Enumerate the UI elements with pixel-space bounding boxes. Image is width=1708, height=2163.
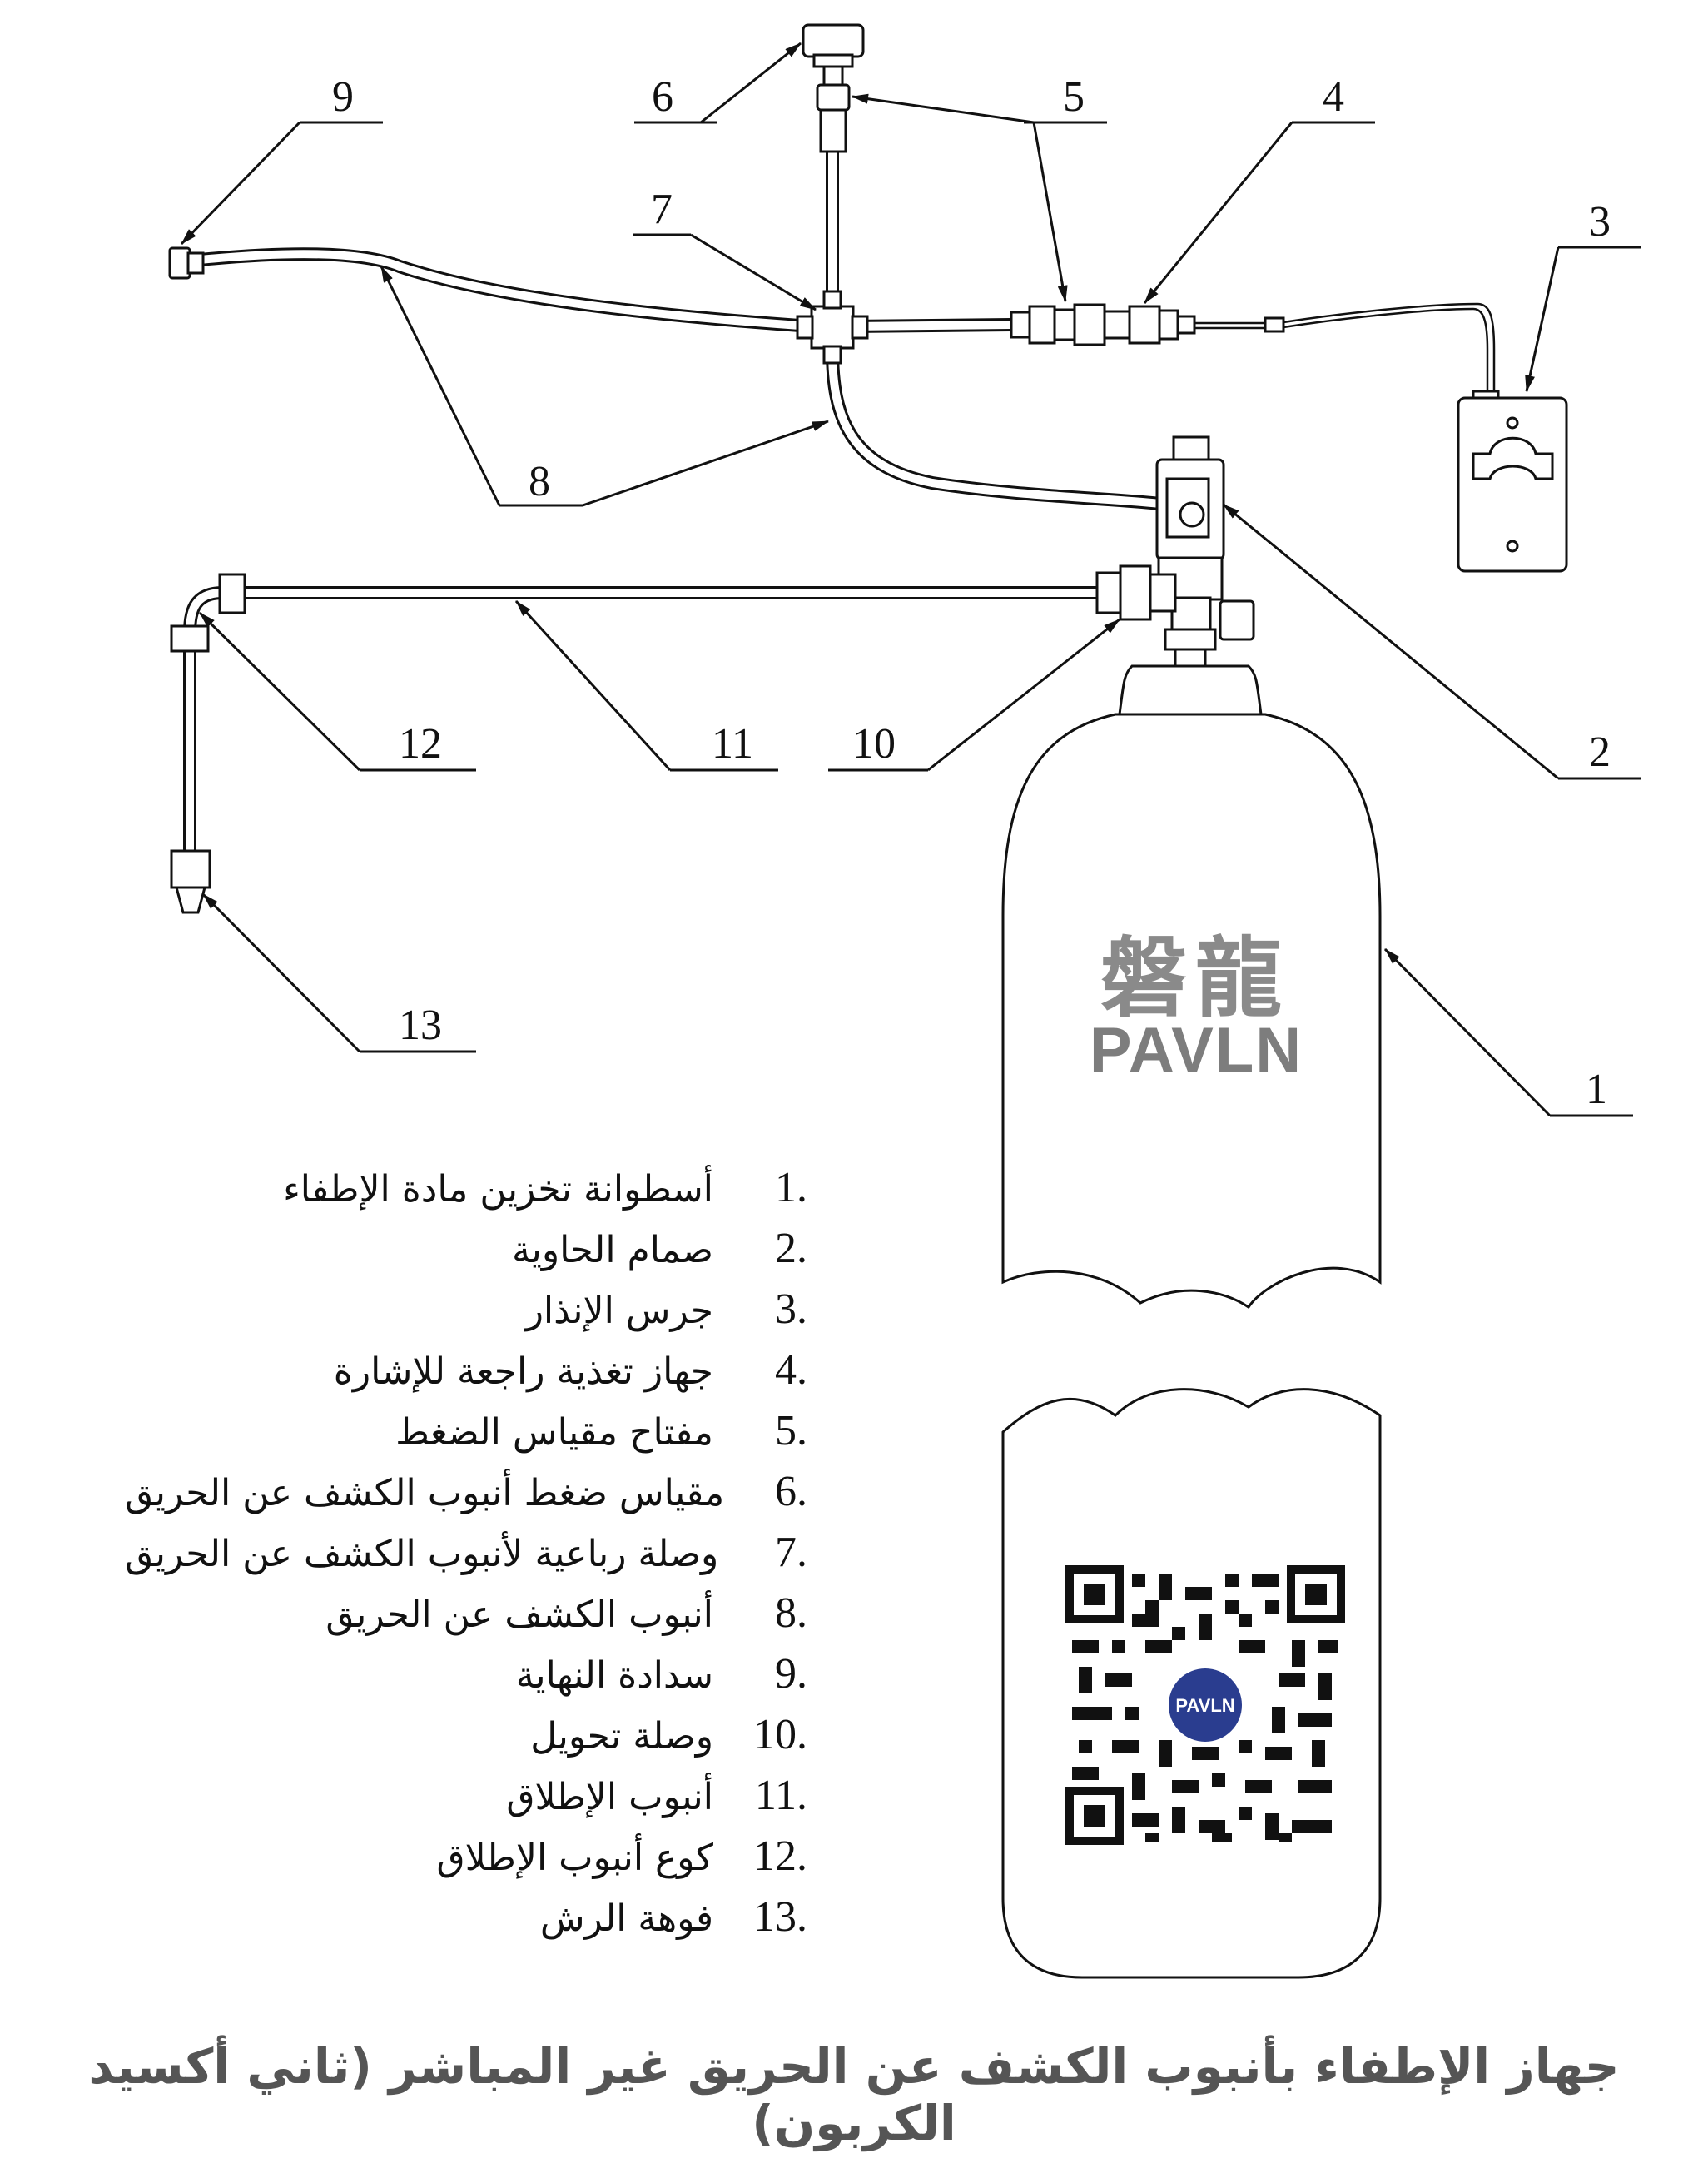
qr-logo-badge <box>1169 1668 1242 1742</box>
legend-label: سدادة النهاية <box>515 1654 713 1697</box>
legend-label: وصلة رباعية لأنبوب الكشف عن الحريق <box>125 1533 719 1575</box>
discharge-pipe <box>183 586 1104 856</box>
callout-lines <box>180 42 1641 1117</box>
legend-item: 9. سدادة النهاية <box>125 1643 807 1704</box>
legend-item: 8. أنبوب الكشف عن الحريق <box>125 1583 807 1643</box>
callout-5: 5 <box>1063 73 1085 121</box>
callout-numbers: 9 6 5 4 7 3 8 2 12 11 10 13 1 <box>332 73 1611 1113</box>
callout-2: 2 <box>1589 728 1611 776</box>
qr-badge-text: PAVLN <box>1175 1695 1234 1716</box>
legend-item: 11. أنبوب الإطلاق <box>125 1765 807 1826</box>
legend-number: 8. <box>775 1589 807 1637</box>
legend-label: كوع أنبوب الإطلاق <box>436 1837 713 1879</box>
callout-12: 12 <box>399 720 442 768</box>
diagram-caption: جهاز الإطفاء بأنبوب الكشف عن الحريق غير … <box>88 2038 1620 2151</box>
legend-item: 6. مقياس ضغط أنبوب الكشف عن الحريق <box>125 1461 807 1522</box>
brand-latin-logo: PAVLN <box>1089 1015 1303 1086</box>
legend-number: 11. <box>754 1772 807 1819</box>
callout-1: 1 <box>1586 1066 1607 1113</box>
legend-number: 3. <box>775 1285 807 1333</box>
parts-legend: 1. أسطوانة تخزين مادة الإطفاء 2. صمام الحا… <box>125 1157 807 1947</box>
legend-label: مقياس ضغط أنبوب الكشف عن الحريق <box>125 1472 725 1514</box>
end-plug <box>168 246 205 280</box>
legend-label: صمام الحاوية <box>512 1229 713 1271</box>
callout-10: 10 <box>852 720 896 768</box>
adapter-joint <box>1095 564 1177 621</box>
callout-11: 11 <box>712 720 753 768</box>
qr-code: PAVLN <box>1065 1565 1345 1845</box>
container-valve <box>1155 435 1255 651</box>
legend-number: 9. <box>775 1650 807 1698</box>
callout-7: 7 <box>651 186 673 233</box>
legend-item: 4. جهاز تغذية راجعة للإشارة <box>125 1340 807 1400</box>
legend-item: 3. جرس الإنذار <box>125 1279 807 1340</box>
legend-label: جرس الإنذار <box>525 1290 713 1332</box>
legend-label: أنبوب الإطلاق <box>506 1776 713 1818</box>
legend-item: 5. مفتاح مقياس الضغط <box>125 1400 807 1461</box>
legend-item: 2. صمام الحاوية <box>125 1218 807 1279</box>
callout-3: 3 <box>1589 198 1611 246</box>
legend-number: 12. <box>753 1832 807 1880</box>
legend-item: 7. وصلة رباعية لأنبوب الكشف عن الحريق <box>125 1522 807 1583</box>
legend-number: 1. <box>775 1164 807 1211</box>
legend-number: 10. <box>753 1711 807 1758</box>
legend-number: 6. <box>775 1468 807 1515</box>
legend-item: 10. وصلة تحويل <box>125 1704 807 1765</box>
legend-number: 13. <box>753 1893 807 1941</box>
alarm-bell <box>1457 390 1568 573</box>
qr-pattern <box>1072 1574 1338 1842</box>
legend-label: أنبوب الكشف عن الحريق <box>325 1594 713 1636</box>
callout-8: 8 <box>529 458 550 505</box>
callout-6: 6 <box>652 73 673 121</box>
legend-number: 2. <box>775 1225 807 1272</box>
cross-joint <box>796 290 869 365</box>
legend-item: 1. أسطوانة تخزين مادة الإطفاء <box>125 1157 807 1218</box>
callout-13: 13 <box>399 1002 442 1049</box>
pressure-gauge <box>802 23 865 153</box>
legend-number: 7. <box>775 1529 807 1576</box>
legend-item: 12. كوع أنبوب الإطلاق <box>125 1826 807 1887</box>
legend-label: أسطوانة تخزين مادة الإطفاء <box>283 1168 713 1211</box>
signal-feedback-device <box>1128 302 1496 391</box>
legend-label: وصلة تحويل <box>530 1715 713 1758</box>
legend-label: مفتاح مقياس الضغط <box>395 1411 713 1454</box>
legend-label: جهاز تغذية راجعة للإشارة <box>333 1350 713 1393</box>
spray-nozzle <box>170 849 211 914</box>
legend-number: 5. <box>775 1407 807 1454</box>
callout-4: 4 <box>1323 73 1344 121</box>
legend-item: 13. فوهة الرش <box>125 1887 807 1947</box>
brand-chinese-logo: 磐龍 <box>1100 927 1290 1029</box>
discharge-elbow <box>170 573 246 653</box>
legend-label: فوهة الرش <box>539 1897 713 1940</box>
pressure-switch <box>1010 303 1131 346</box>
legend-number: 4. <box>775 1346 807 1394</box>
callout-9: 9 <box>332 73 354 121</box>
